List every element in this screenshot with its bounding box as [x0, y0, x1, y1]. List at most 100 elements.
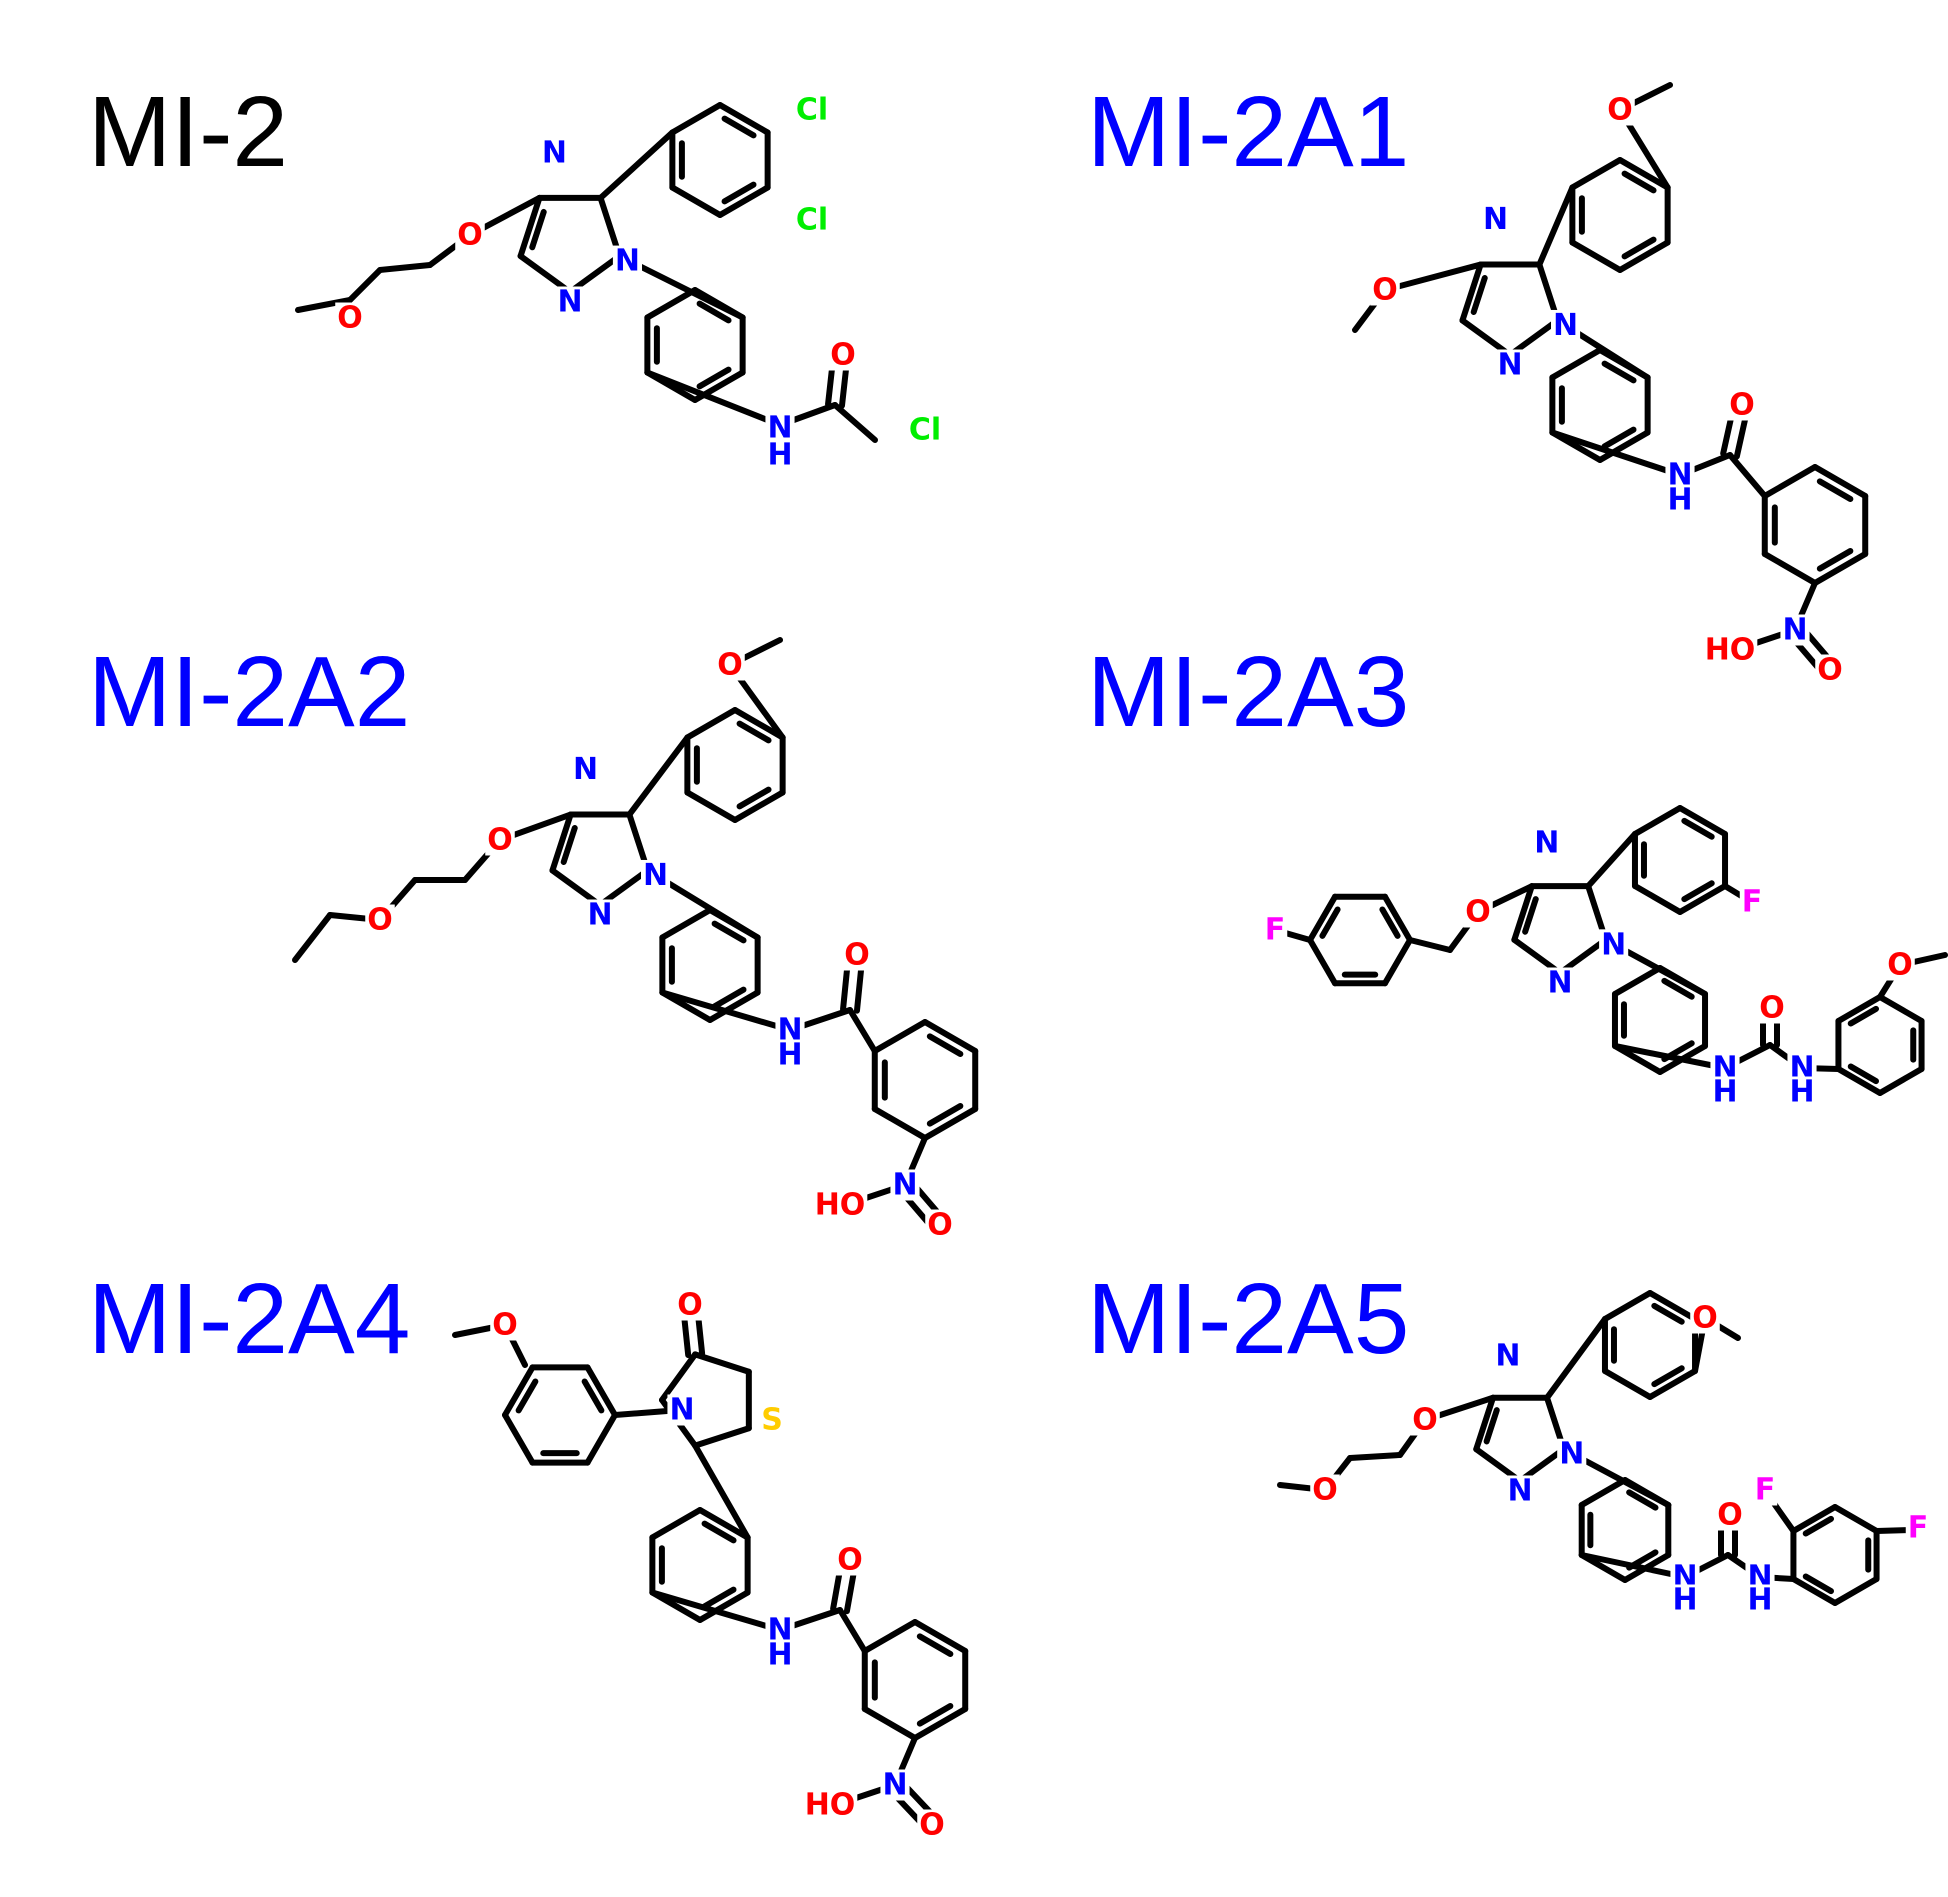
compound-title-mi-2a4: MI-2A4	[88, 1263, 411, 1375]
mi-2a1-bond	[1621, 170, 1657, 194]
mi-2a2-atom-n: N	[892, 1168, 917, 1203]
mi-2a3-atom-h: H	[1712, 1075, 1737, 1110]
atom-label-background	[490, 1309, 520, 1341]
atom-label-background	[759, 1404, 785, 1436]
atom-label-background	[667, 1394, 697, 1426]
mi-2a4-bond	[701, 1586, 737, 1610]
atom-label-background	[585, 899, 615, 931]
mi-2a2-atom-n: N	[643, 858, 668, 893]
mi-2-bond	[529, 208, 547, 251]
mi-2a1-bond	[1459, 317, 1513, 358]
atom-label-background	[802, 1789, 858, 1821]
mi-2a2-bond	[736, 720, 772, 744]
mi-2a1-bond	[1507, 317, 1561, 358]
mi-2a3-bond	[1835, 994, 1883, 1024]
atom-label-background	[539, 137, 569, 169]
mi-2-atom-o: O	[830, 338, 856, 373]
mi-2a4-bond	[649, 1507, 703, 1541]
mi-2a1-bond	[1459, 261, 1484, 324]
atom-label-background	[365, 904, 395, 936]
mi-2a3-bond	[1835, 1066, 1883, 1096]
atom-label-background	[842, 939, 872, 971]
mi-2a3-bond	[1681, 880, 1715, 903]
atom-label-background	[793, 94, 831, 126]
mi-2a1-bond	[1812, 551, 1869, 586]
mi-2a1-bond	[1617, 157, 1671, 191]
mi-2a5-bond	[1802, 1573, 1835, 1595]
atom-label-background	[1532, 827, 1562, 859]
atom-label-background	[812, 1189, 868, 1221]
mi-2a3-bond	[1847, 1005, 1880, 1027]
atom-label-background	[925, 1209, 955, 1241]
mi-2a2-atom-o: O	[927, 1208, 953, 1243]
mi-2a3-atom-n: N	[1534, 826, 1559, 861]
mi-2-atom-o: O	[457, 218, 483, 253]
mi-2a2-bond	[711, 920, 747, 944]
mi-2a3-bond	[1382, 893, 1413, 943]
mi-2a1-bond	[1569, 239, 1623, 273]
mi-2a3-bond	[1557, 936, 1609, 976]
atom-label-background	[1727, 389, 1757, 421]
mi-2a5-bond	[1832, 1576, 1880, 1606]
mi-2a2-atom-o: O	[367, 903, 393, 938]
mi-2a3-atom-f: F	[1265, 913, 1286, 948]
atom-label-background	[1481, 204, 1511, 236]
mi-2a5-bond	[1601, 1368, 1653, 1400]
mi-2a2-bond	[711, 986, 747, 1010]
mi-2a3-bond	[1877, 1066, 1925, 1096]
mi-2a1-atom-n: N	[1483, 202, 1508, 237]
atom-label-background	[1545, 967, 1575, 999]
mi-2-bond	[721, 181, 757, 205]
mi-2a4-bond	[659, 1351, 699, 1403]
atom-label-background	[675, 1289, 705, 1321]
mi-2a4-bond	[916, 1702, 954, 1727]
mi-2a2-bond	[684, 789, 738, 823]
mi-2-bond	[295, 297, 353, 313]
mi-2-bond	[669, 102, 723, 136]
mi-2a3-bond	[1379, 906, 1401, 939]
mi-2a5-bond	[1473, 1394, 1496, 1453]
mi-2a2-bond	[659, 989, 793, 1033]
atom-label-background	[571, 754, 601, 786]
atom-label-background	[793, 204, 831, 236]
mi-2-atom-n: N	[542, 135, 567, 170]
mi-2-bond	[517, 194, 543, 260]
atom-label-background	[1550, 309, 1581, 341]
atom-label-background	[1670, 1584, 1700, 1616]
mi-2a1-bond	[1621, 236, 1657, 260]
mi-2a3-bond	[1611, 1043, 1728, 1071]
mi-2a1-bond	[1536, 184, 1576, 268]
mi-2a1-bond	[1812, 464, 1869, 499]
mi-2a2-bond	[626, 734, 691, 818]
mi-2-atom-cl: Cl	[796, 203, 828, 238]
mi-2a3-bond	[1407, 937, 1453, 953]
atom-label-background	[1715, 1499, 1745, 1531]
mi-2a4-bond	[912, 1706, 969, 1741]
mi-2a3-bond	[1661, 977, 1695, 1000]
mi-2a4-atom-o: O	[492, 1308, 518, 1343]
mi-2a5-atom-h: H	[1672, 1583, 1697, 1618]
mi-2a5-bond	[1802, 1515, 1835, 1537]
mi-2a4-atom-ho: HO	[805, 1788, 856, 1823]
mi-2a1-bond	[1601, 426, 1637, 450]
mi-2a5-atom-o: O	[1692, 1301, 1718, 1336]
atom-label-background	[828, 339, 858, 371]
mi-2a4-bond	[515, 1378, 539, 1414]
compound-title-mi-2a5: MI-2A5	[1087, 1263, 1410, 1375]
mi-2a2-bond	[871, 1019, 928, 1054]
mi-2a5-bond	[1790, 1504, 1838, 1534]
atom-label-background	[765, 412, 795, 444]
mi-2a1-atom-n: N	[1497, 348, 1522, 383]
mi-2a4-bond	[692, 1442, 751, 1541]
mi-2a3-bond	[1585, 831, 1638, 890]
compound-title-mi-2a3: MI-2A3	[1087, 636, 1410, 748]
mi-2a4-atom-o: O	[677, 1288, 703, 1323]
mi-2-atom-o: O	[337, 301, 363, 336]
mi-2-bond	[669, 184, 723, 218]
mi-2a2-bond	[549, 811, 574, 874]
mi-2a1-atom-o: O	[1729, 388, 1755, 423]
mi-2a2-bond	[707, 989, 761, 1023]
mi-2-bond	[644, 287, 698, 321]
mi-2-bond	[517, 253, 573, 295]
atom-label-background	[485, 824, 515, 856]
